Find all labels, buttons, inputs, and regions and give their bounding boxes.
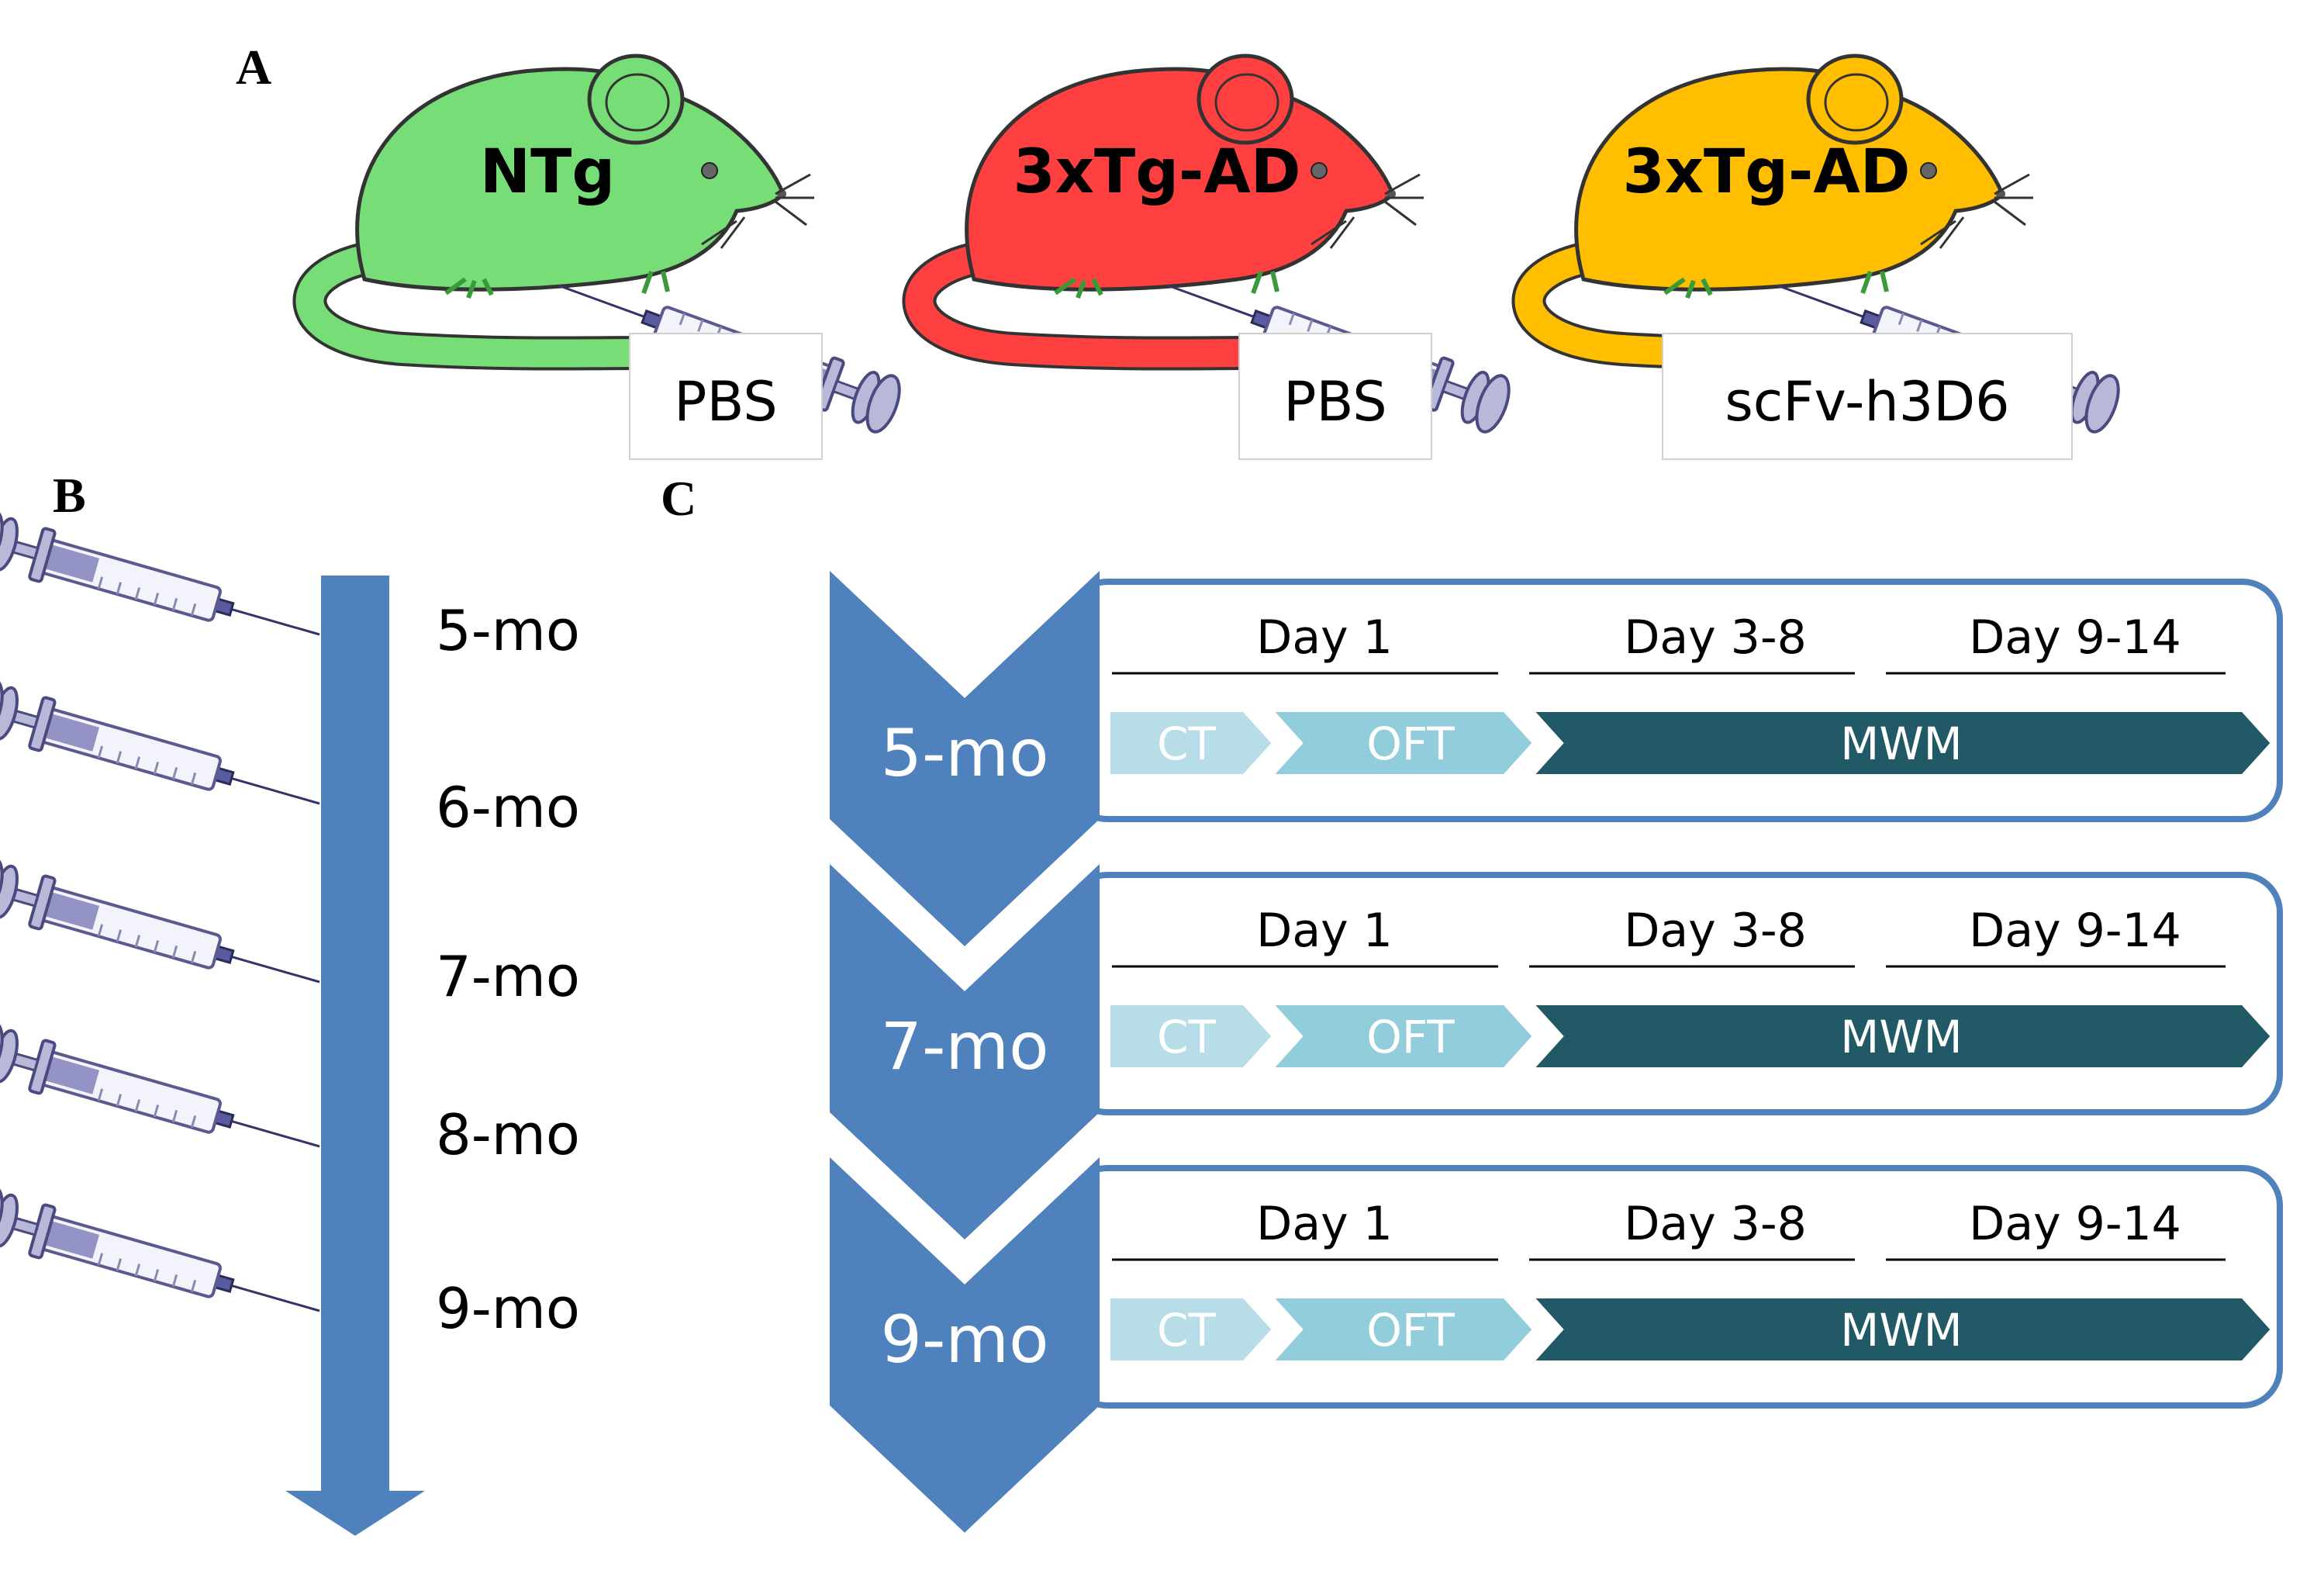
injection-item: 6-mo <box>0 674 580 840</box>
injection-timeline <box>285 576 425 1536</box>
test-step-arrow <box>1268 1002 1536 1070</box>
test-step-label: MWM <box>1840 1011 1962 1063</box>
panel-letter-a: A <box>236 40 271 95</box>
test-step-arrow <box>1528 709 2274 777</box>
timeline-shaft <box>321 576 389 1492</box>
syringe-icon <box>0 674 330 834</box>
syringe-icon <box>0 1017 330 1177</box>
mouse-icon <box>292 54 814 371</box>
test-step-arrow <box>1268 1295 1536 1364</box>
injection-month-label: 9-mo <box>436 1276 580 1341</box>
day-label: Day 1 <box>1256 904 1393 958</box>
day-label: Day 1 <box>1256 610 1393 665</box>
injection-item: 8-mo <box>0 1017 580 1177</box>
treatment-box <box>629 333 823 460</box>
treatment-box <box>1662 333 2073 460</box>
mouse-icon <box>1511 54 2033 371</box>
treatment-label: PBS <box>674 370 777 434</box>
test-step-label: CT <box>1157 717 1216 770</box>
test-step-label: CT <box>1157 1304 1216 1357</box>
test-step-label: CT <box>1157 1011 1216 1063</box>
timeline-arrowhead <box>285 1491 425 1536</box>
group-label: 3xTg-AD <box>1622 137 1910 207</box>
treatment-label: scFv-h3D6 <box>1725 370 2009 434</box>
day-label: Day 3-8 <box>1624 1197 1807 1251</box>
day-label: Day 3-8 <box>1624 904 1807 958</box>
group-label: NTg <box>480 137 615 207</box>
treatment-box <box>1238 333 1432 460</box>
age-chevron <box>830 864 1100 1239</box>
test-step-arrow <box>1107 1295 1276 1364</box>
injection-item: 7-mo <box>0 852 580 1012</box>
test-step-label: OFT <box>1366 717 1455 770</box>
syringe-icon <box>0 1181 330 1341</box>
test-step-arrow <box>1528 1002 2274 1070</box>
treatment-label: PBS <box>1283 370 1386 434</box>
injection-month-label: 5-mo <box>436 598 580 663</box>
injection-month-label: 7-mo <box>436 944 580 1009</box>
age-chevron <box>830 1157 1100 1533</box>
test-step-arrow <box>1107 1002 1276 1070</box>
day-label: Day 3-8 <box>1624 610 1807 665</box>
test-step-label: OFT <box>1366 1011 1455 1063</box>
mouse-icon <box>902 54 1424 371</box>
test-step-label: OFT <box>1366 1304 1455 1357</box>
session-age-label: 5-mo <box>881 715 1049 791</box>
injection-list: 5-mo 6-mo 7-mo 8-mo 9-mo <box>0 505 580 1341</box>
treatment-group: 3xTg-AD PBS <box>902 54 1518 460</box>
test-step-label: MWM <box>1840 1304 1962 1357</box>
test-step-arrow <box>1528 1295 2274 1364</box>
injection-month-label: 8-mo <box>436 1102 580 1167</box>
day-label: Day 1 <box>1256 1197 1393 1251</box>
day-label: Day 9-14 <box>1969 610 2181 665</box>
injection-item: 9-mo <box>0 1181 580 1341</box>
panel-letter-b: B <box>53 468 86 523</box>
injection-month-label: 6-mo <box>436 775 580 840</box>
treatment-group: 3xTg-AD scFv-h3D6 <box>1511 54 2127 460</box>
syringe-icon <box>0 852 330 1012</box>
group-label: 3xTg-AD <box>1013 137 1300 207</box>
syringe-icon <box>0 505 330 665</box>
day-label: Day 9-14 <box>1969 904 2181 958</box>
test-step-arrow <box>1268 709 1536 777</box>
panel-letter-c: C <box>661 471 696 526</box>
day-label: Day 9-14 <box>1969 1197 2181 1251</box>
session-age-label: 7-mo <box>881 1008 1049 1084</box>
test-step-arrow <box>1107 709 1276 777</box>
session-age-label: 9-mo <box>881 1302 1049 1378</box>
age-chevron <box>830 571 1100 946</box>
injection-item: 5-mo <box>0 505 580 665</box>
test-step-label: MWM <box>1840 717 1962 770</box>
